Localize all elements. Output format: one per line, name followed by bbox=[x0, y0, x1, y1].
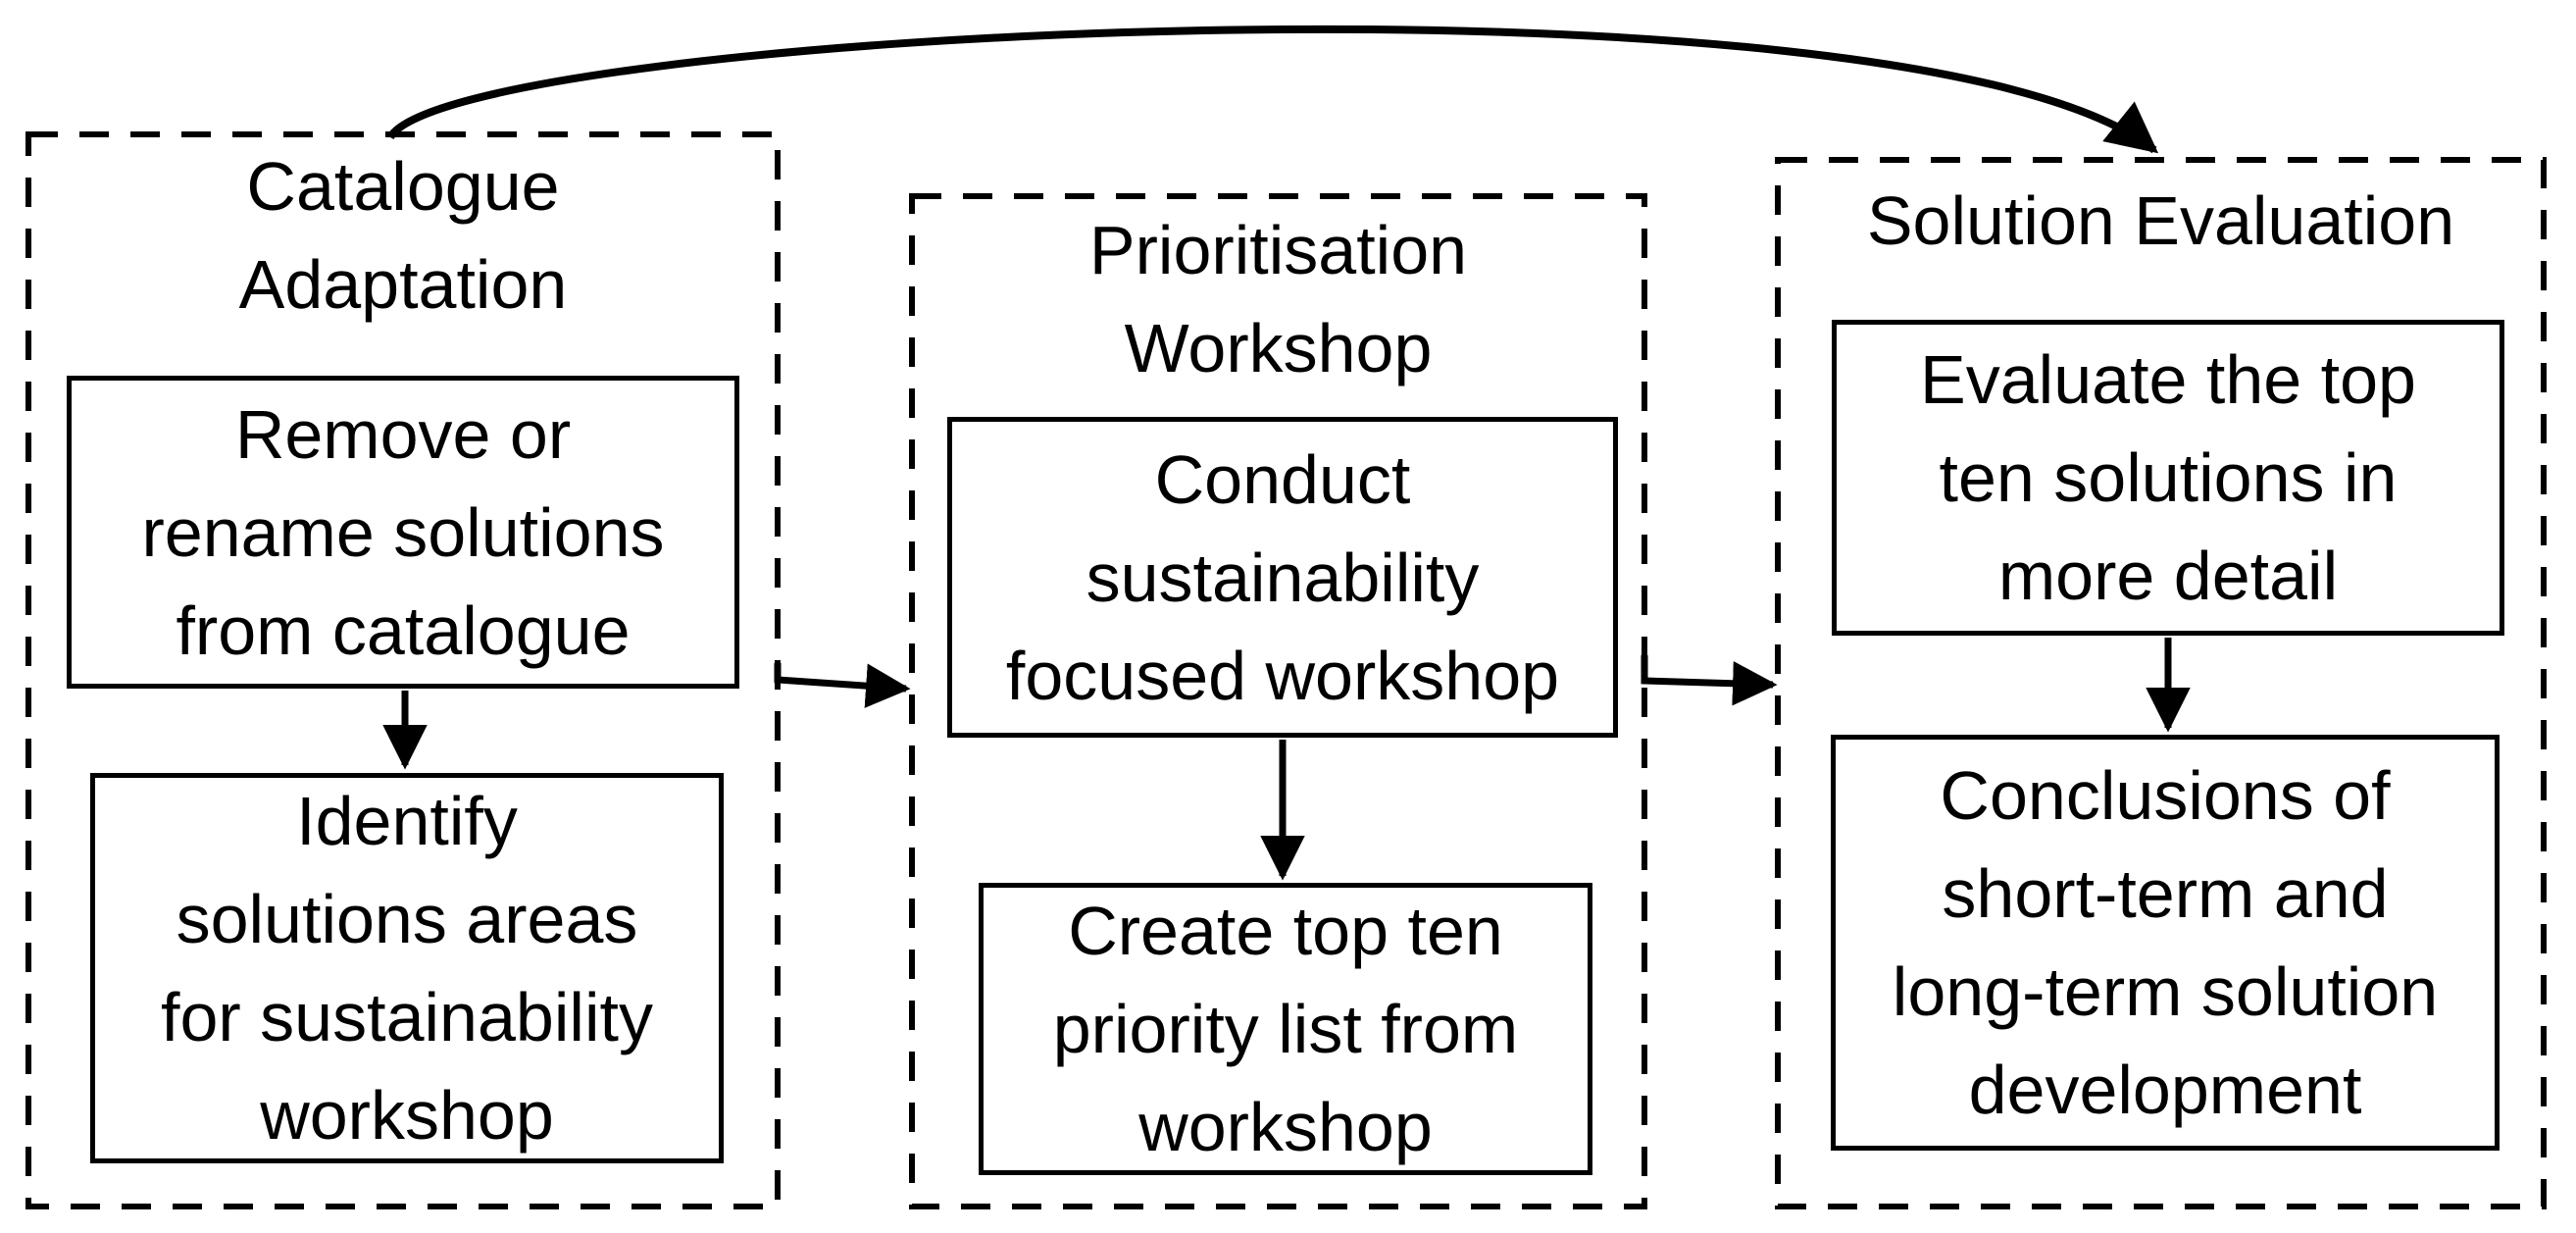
stage2-title-line1: Prioritisation bbox=[1088, 212, 1468, 288]
stage2-dashed-border bbox=[909, 193, 1647, 1209]
process-box-text-line: Remove or bbox=[234, 395, 572, 473]
process-box-text-line: ten solutions in bbox=[1939, 439, 2398, 516]
process-box-text-line: workshop bbox=[1138, 1089, 1433, 1165]
stage2-process-box-1: Conduct sustainability focused workshop bbox=[947, 417, 1618, 738]
process-box-text-line: solutions areas bbox=[176, 881, 638, 957]
process-box-text-line: Create top ten bbox=[1068, 893, 1503, 969]
stage2-process-box-2: Create top ten priority list from worksh… bbox=[979, 883, 1592, 1175]
process-box-text-line: more detail bbox=[1997, 538, 2339, 614]
stage1-process-box-1: Remove or rename solutions from catalogu… bbox=[67, 376, 739, 689]
process-box-text-line: for sustainability bbox=[161, 979, 653, 1055]
process-box-text-line: Evaluate the top bbox=[1920, 341, 2416, 418]
process-box-text-line: sustainability bbox=[1086, 539, 1480, 616]
stage3-dashed-border bbox=[1775, 157, 2547, 1209]
process-box-text-line: Identify bbox=[296, 783, 518, 859]
process-box-text-line: priority list from bbox=[1052, 991, 1519, 1067]
process-box-text-line: development bbox=[1968, 1052, 2362, 1128]
process-box-text-line: workshop bbox=[260, 1077, 554, 1154]
stage2-title-line2: Workshop bbox=[1124, 310, 1433, 386]
stage2-title: Prioritisation Workshop bbox=[912, 201, 1644, 397]
stage3-process-box-1: Evaluate the top ten solutions in more d… bbox=[1832, 320, 2504, 636]
process-box-text-line: rename solutions bbox=[141, 493, 665, 571]
arc-arrow-stage1-to-stage3 bbox=[386, 25, 2159, 154]
process-box-text-line: from catalogue bbox=[176, 591, 631, 669]
stage3-title-line1: Solution Evaluation bbox=[1866, 182, 2455, 259]
stage1-process-box-2: Identify solutions areas for sustainabil… bbox=[90, 773, 724, 1163]
process-box-text-line: Conduct bbox=[1154, 440, 1411, 518]
process-box-text-line: short-term and bbox=[1942, 855, 2389, 932]
stage1-title: Catalogue Adaptation bbox=[28, 137, 778, 334]
stage1-title-line2: Adaptation bbox=[238, 246, 568, 323]
process-box-text-line: focused workshop bbox=[1005, 637, 1560, 714]
process-box-text-line: long-term solution bbox=[1892, 953, 2439, 1030]
stage1-title-line1: Catalogue bbox=[246, 148, 560, 225]
stage3-process-box-2: Conclusions of short-term and long-term … bbox=[1831, 735, 2500, 1151]
arrow-stage1-to-stage2 bbox=[774, 663, 911, 708]
arrow-stage2-to-stage3 bbox=[1641, 655, 1778, 706]
stage3-title: Solution Evaluation bbox=[1778, 172, 2544, 270]
process-box-text-line: Conclusions of bbox=[1940, 757, 2391, 834]
